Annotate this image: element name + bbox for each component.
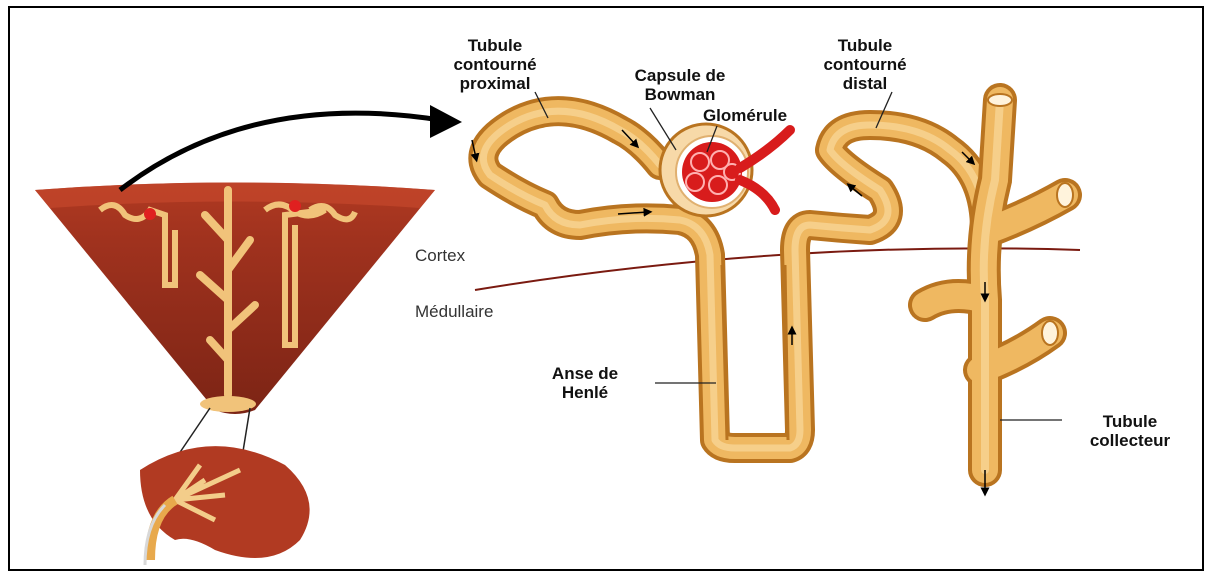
zoom-arrow-head [430,105,462,138]
label-proximal-line1: Tubule [425,36,565,55]
label-bowman-line2: Bowman [600,85,760,104]
renal-pyramid [35,183,435,415]
label-collecteur-line2: collecteur [1060,431,1200,450]
label-collecteur-line1: Tubule [1060,412,1200,431]
label-proximal-line3: proximal [425,74,565,93]
label-proximal-line2: contourné [425,55,565,74]
label-distal-line3: distal [795,74,935,93]
kidney-illustration [140,446,310,565]
label-distal-line2: contourné [795,55,935,74]
label-henle-loop: Anse de Henlé [525,364,645,402]
label-distal-tubule: Tubule contourné distal [795,36,935,93]
label-bowman-capsule: Capsule de Bowman [600,66,760,104]
label-cortex: Cortex [415,246,535,265]
label-henle-line2: Henlé [525,383,645,402]
label-henle-line1: Anse de [525,364,645,383]
zoom-arrow [120,113,440,190]
label-glomerulus-text: Glomérule [670,106,820,125]
label-distal-line1: Tubule [795,36,935,55]
label-collecting-tubule: Tubule collecteur [1060,412,1200,450]
label-bowman-line1: Capsule de [600,66,760,85]
label-glomerulus: Glomérule [670,106,820,125]
label-medulla: Médullaire [415,302,575,321]
label-proximal-tubule: Tubule contourné proximal [425,36,565,93]
